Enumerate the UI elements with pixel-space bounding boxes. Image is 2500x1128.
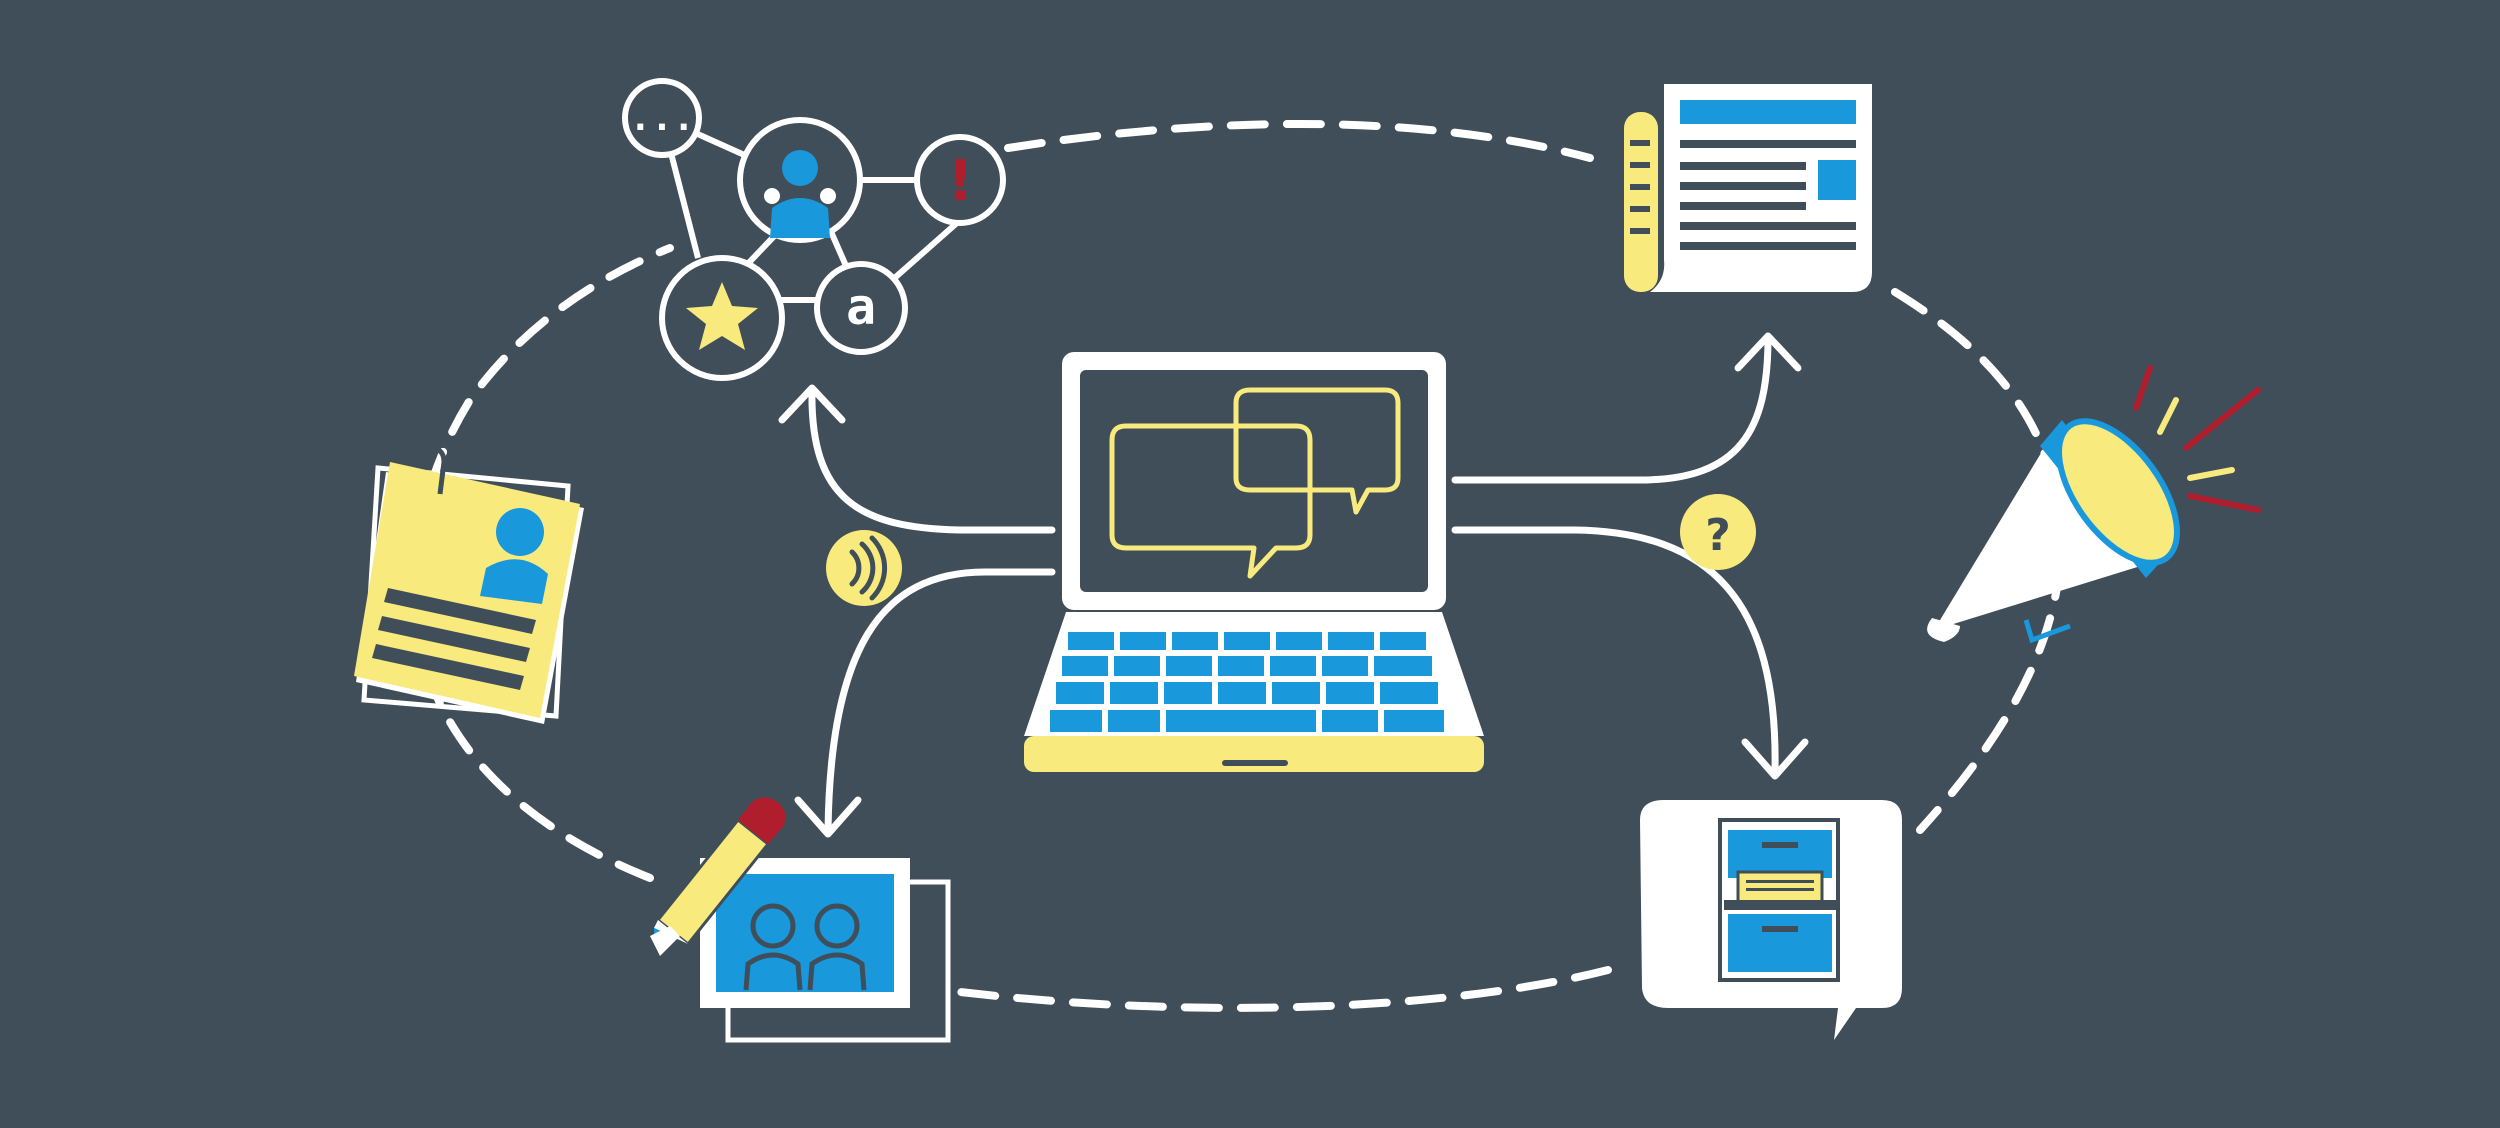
laptop-with-chat-bubbles-icon (1024, 352, 1484, 772)
photo-with-pencil-icon (650, 797, 951, 1043)
question-mark: ? (1705, 510, 1731, 561)
exclamation-mark: ! (947, 149, 973, 214)
file-cabinet-speech-bubble-icon (1640, 800, 1902, 1040)
signal-badge-icon (826, 530, 902, 606)
newspaper-icon (1624, 84, 1872, 292)
person-icon (764, 150, 836, 238)
chat-bubbles-icon (1109, 387, 1401, 579)
at-sign: a (846, 278, 876, 336)
pencil-icon (650, 797, 786, 956)
question-badge-icon: ? (1680, 494, 1756, 570)
ellipsis-bubble: ... (629, 98, 694, 139)
megaphone-icon (1927, 365, 2261, 644)
star-icon (686, 282, 758, 350)
id-card-icon (354, 445, 584, 724)
social-network-icon: ... ! a (622, 78, 1006, 381)
keyboard-keys (1050, 632, 1444, 732)
connector-arrows (778, 332, 1809, 838)
